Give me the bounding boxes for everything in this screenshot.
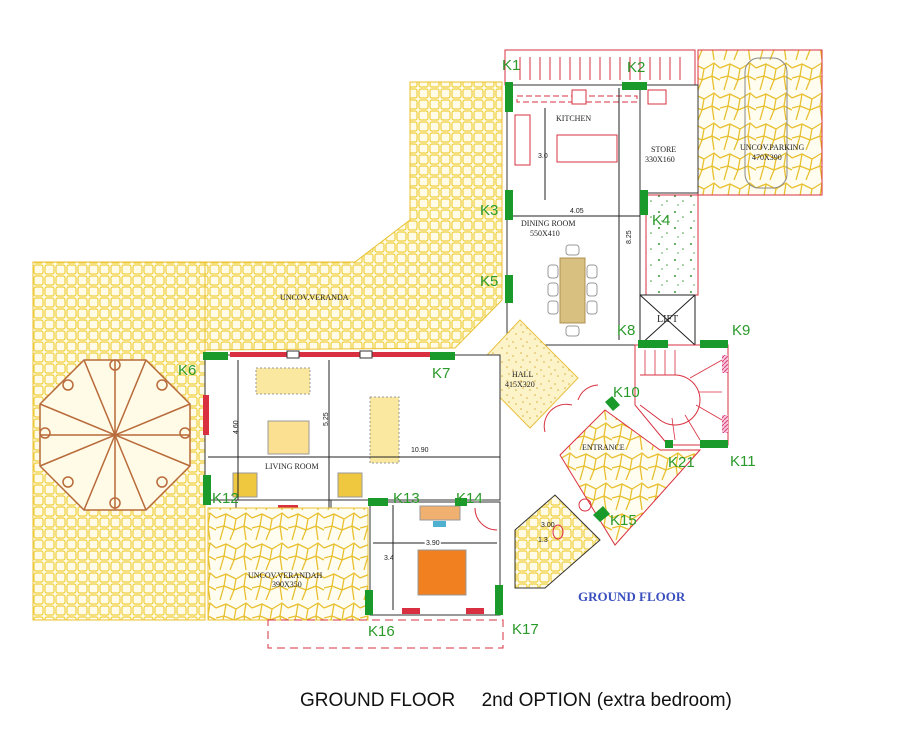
sink-icon	[647, 89, 667, 105]
column-label-k3: K3	[480, 202, 498, 219]
bathroom	[514, 494, 601, 589]
entrance-label: ENTRANCE	[582, 443, 625, 452]
door-swing	[474, 507, 498, 531]
car-outline	[744, 57, 788, 189]
sofa-icon	[255, 367, 311, 395]
column-label-k14: K14	[456, 490, 483, 507]
living-depth-a-dim: 4.60	[233, 420, 240, 434]
dining-size: 550X410	[530, 229, 560, 238]
bedroom-depth-dim: 3.4	[384, 555, 394, 562]
column-label-k1: K1	[502, 57, 520, 74]
column-label-k7: K7	[432, 365, 450, 382]
column-label-k16: K16	[368, 623, 395, 640]
kitchen-island	[556, 134, 618, 163]
column-label-k10: K10	[613, 384, 640, 401]
lower-verandah	[207, 507, 369, 621]
store-label: STORE	[651, 145, 676, 154]
bedroom-width-dim: 3.90	[426, 540, 440, 547]
column-label-k6: K6	[178, 362, 196, 379]
coffee-table	[267, 420, 310, 455]
column-label-k4: K4	[652, 212, 670, 229]
bed-icon	[417, 549, 467, 596]
caption-title: GROUND FLOOR	[300, 690, 456, 711]
steps-outline	[267, 619, 504, 649]
verandah2-size: 390X350	[272, 580, 302, 589]
column-label-k8: K8	[617, 322, 635, 339]
column-label-k12: K12	[212, 490, 239, 507]
door-swing	[543, 403, 573, 433]
dining-length-dim: 8.25	[626, 230, 633, 244]
parking-area	[697, 49, 823, 196]
column-label-k11: K11	[730, 453, 756, 470]
hall-label: HALL	[512, 370, 533, 379]
bath-a-dim: 3.00	[541, 522, 555, 529]
lift-label: LIFT	[657, 314, 678, 325]
dining-width-dim: 4.05	[570, 208, 584, 215]
parking-label: UNCOV.PARKING	[740, 143, 804, 152]
washbasin-icon	[578, 498, 592, 512]
armchair-icon	[337, 472, 363, 498]
column-label-k9: K9	[732, 322, 750, 339]
column-label-k2: K2	[627, 59, 645, 76]
lift: LIFT	[639, 294, 696, 346]
kitchen-counter	[514, 114, 531, 166]
toilet-icon	[552, 524, 564, 540]
bath-b-dim: 1.3	[538, 537, 548, 544]
hob-icon	[571, 89, 587, 105]
parking-size: 470X390	[752, 153, 782, 162]
hall-rug	[472, 319, 579, 429]
store-size: 330X160	[645, 155, 675, 164]
column-label-k15: K15	[610, 512, 637, 529]
desk-icon	[419, 505, 461, 521]
structural-columns	[203, 82, 728, 615]
verandah2-label: UNCOV.VERANDAH	[248, 571, 323, 580]
entrance-area	[559, 409, 702, 546]
living-label: LIVING ROOM	[265, 462, 319, 471]
gazebo	[39, 359, 191, 511]
front-steps	[504, 49, 696, 86]
veranda-label: UNCOV.VERANDA	[280, 293, 349, 302]
kitchen-label: KITCHEN	[556, 114, 591, 123]
living-length-dim: 10.90	[411, 447, 429, 454]
dining-label: DINING ROOM	[521, 219, 575, 228]
living-depth-b-dim: 5.25	[323, 412, 330, 426]
column-label-k5: K5	[480, 273, 498, 290]
caption-option: 2nd OPTION (extra bedroom)	[481, 690, 732, 711]
armchair-icon	[232, 472, 258, 498]
plan-title: GROUND FLOOR	[578, 589, 686, 604]
column-label-k13: K13	[393, 490, 420, 507]
hall-size: 415X320	[505, 380, 535, 389]
drawing-caption: GROUND FLOOR 2nd OPTION (extra bedroom)	[300, 690, 732, 712]
spiral-staircase	[634, 344, 729, 446]
column-label-k21: K21	[668, 454, 695, 471]
garden-strip	[645, 194, 699, 296]
kitchen-depth-dim: 3.0	[538, 153, 548, 160]
door-swing	[577, 384, 599, 401]
column-label-k17: K17	[512, 621, 539, 638]
sofa-icon	[369, 396, 400, 464]
dining-table	[547, 244, 598, 337]
